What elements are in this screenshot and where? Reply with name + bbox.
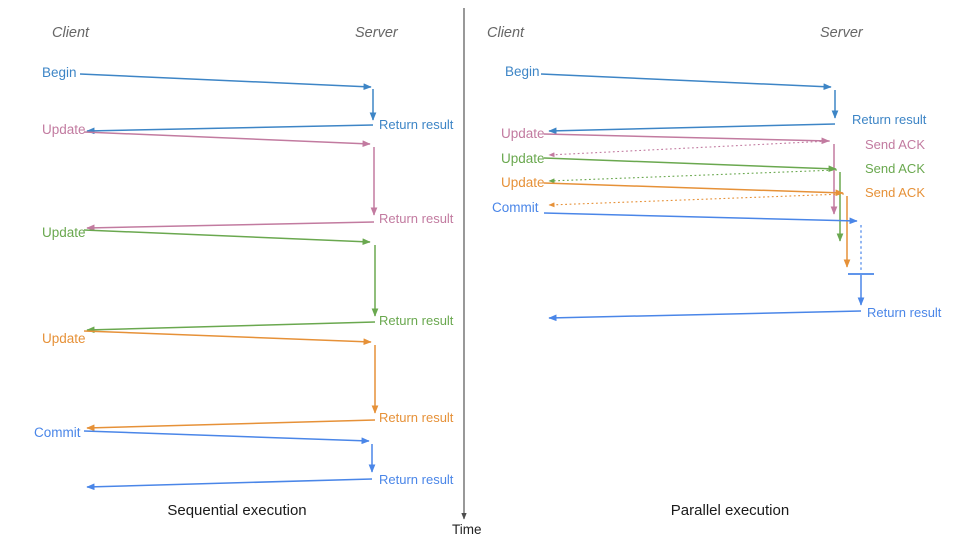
seq-update1-request-arrow [83,131,371,148]
par-update2-message [543,157,844,242]
par-update3-ack-arrow [548,193,845,208]
time-axis-label: Time [452,522,482,537]
seq-begin-return-arrow [86,124,374,135]
par-update1-ack-arrow [548,140,831,158]
par-update3-ack-label: Send ACK [865,185,925,200]
par-commit-request-arrow [543,212,858,225]
par-server-header: Server [820,25,863,41]
seq-begin-request-arrow [79,73,372,91]
par-update1-request-arrow [543,133,830,145]
par-update1-message [543,133,838,215]
seq-begin-message [79,73,377,135]
par-update2-label: Update [501,151,545,166]
seq-begin-response-label: Return result [379,117,454,132]
parallel-panel-arrows [540,73,874,322]
par-update3-request-arrow [543,182,844,197]
par-commit-return-arrow [548,310,862,322]
seq-update2-label: Update [42,225,86,240]
seq-update2-return-arrow [86,321,376,334]
seq-update1-response-label: Return result [379,211,454,226]
par-commit-label: Commit [492,200,539,215]
sequential-panel-title: Sequential execution [167,502,307,519]
seq-commit-message [83,430,376,491]
seq-update3-label: Update [42,331,86,346]
par-commit-message [543,212,874,322]
par-update1-ack-label: Send ACK [865,137,925,152]
seq-update2-message [83,229,379,334]
seq-client-header: Client [52,25,90,41]
sequential-panel-arrows [79,73,379,491]
par-begin-response-label: Return result [852,112,927,127]
par-update3-label: Update [501,175,545,190]
seq-update3-message [83,330,379,432]
seq-update1-return-arrow [86,221,375,232]
seq-update1-label: Update [42,122,86,137]
par-update2-ack-arrow [548,169,838,184]
seq-update2-response-label: Return result [379,313,454,328]
seq-update3-return-arrow [86,419,376,432]
par-update1-label: Update [501,126,545,141]
par-commit-response-label: Return result [867,305,942,320]
seq-begin-label: Begin [42,65,77,80]
seq-commit-return-arrow [86,478,373,491]
seq-update3-response-label: Return result [379,410,454,425]
seq-commit-label: Commit [34,425,81,440]
seq-update1-message [83,131,378,232]
par-client-header: Client [487,25,525,41]
par-begin-return-arrow [548,123,836,135]
seq-update2-request-arrow [83,229,371,246]
seq-commit-response-label: Return result [379,472,454,487]
seq-commit-request-arrow [83,430,370,445]
par-update2-request-arrow [543,157,837,173]
par-update2-ack-label: Send ACK [865,161,925,176]
seq-server-header: Server [355,25,398,41]
par-begin-message [540,73,839,135]
par-begin-label: Begin [505,64,540,79]
par-begin-request-arrow [540,73,832,91]
parallel-panel-title: Parallel execution [670,502,790,519]
seq-update3-request-arrow [83,330,372,346]
par-update3-message [543,182,851,268]
